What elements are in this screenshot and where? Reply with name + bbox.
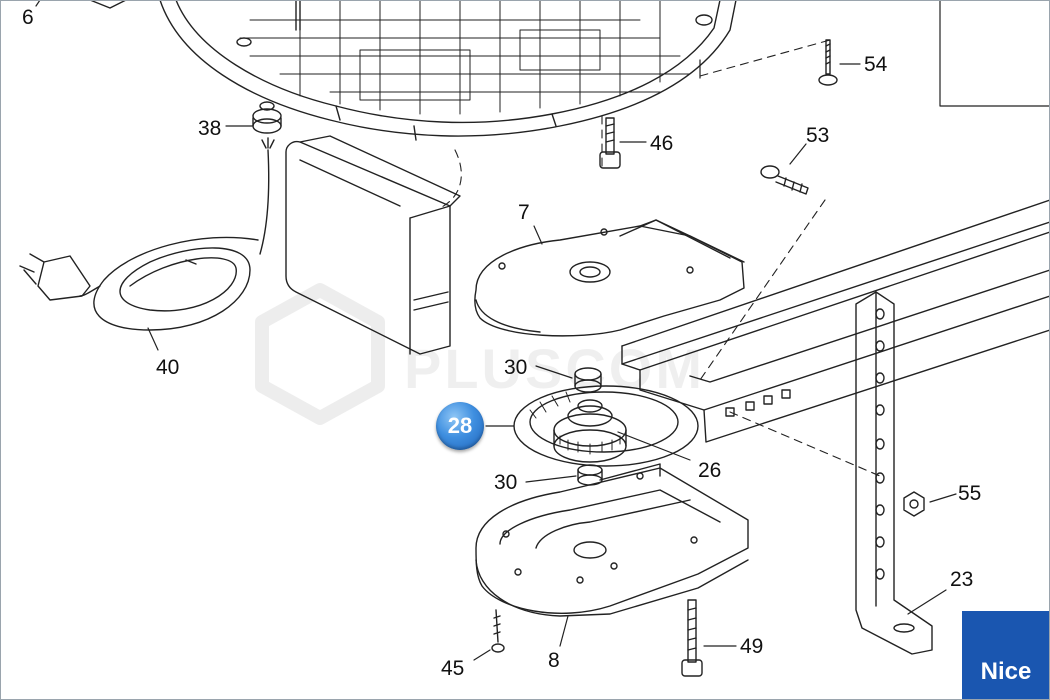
- pulley-26: [553, 399, 627, 463]
- watermark-text: PLUSCOM: [404, 337, 705, 400]
- bracket-23: [855, 291, 933, 655]
- brand-logo: Nice: [962, 611, 1050, 700]
- part-label-49: 49: [740, 635, 764, 658]
- part-label-54: 54: [864, 53, 888, 76]
- part-label-53: 53: [806, 124, 830, 147]
- motor-housing-base: [89, 0, 737, 141]
- part-label-26: 26: [698, 459, 722, 482]
- guide-lines: [439, 39, 881, 477]
- screw-54: [818, 39, 838, 86]
- power-cable-40: [19, 137, 275, 331]
- grommet-38: [252, 101, 282, 134]
- leader-lines: [35, 0, 957, 661]
- part-label-45: 45: [441, 657, 465, 680]
- bolt-46: [599, 117, 621, 169]
- base-plate-8: [475, 463, 749, 617]
- hotspot-part-28[interactable]: 28: [436, 402, 484, 450]
- nut-55: [903, 491, 925, 517]
- control-box: [285, 135, 461, 355]
- part-label-30-lower: 30: [494, 471, 518, 494]
- watermark-logo: [255, 283, 385, 425]
- part-label-8: 8: [548, 649, 560, 672]
- part-label-55: 55: [958, 482, 982, 505]
- part-label-23: 23: [950, 568, 974, 591]
- screw-53: [760, 165, 809, 195]
- part-label-7: 7: [518, 201, 530, 224]
- rail-23: [621, 199, 1050, 443]
- bolt-49: [681, 599, 703, 677]
- cover-7: [474, 219, 745, 337]
- bushing-30-lower: [577, 464, 603, 486]
- part-label-40: 40: [156, 356, 180, 379]
- part-label-30-upper: 30: [504, 356, 528, 379]
- part-label-46: 46: [650, 132, 674, 155]
- part-label-38: 38: [198, 117, 222, 140]
- screw-45: [491, 609, 505, 653]
- part-label-6: 6: [22, 6, 34, 29]
